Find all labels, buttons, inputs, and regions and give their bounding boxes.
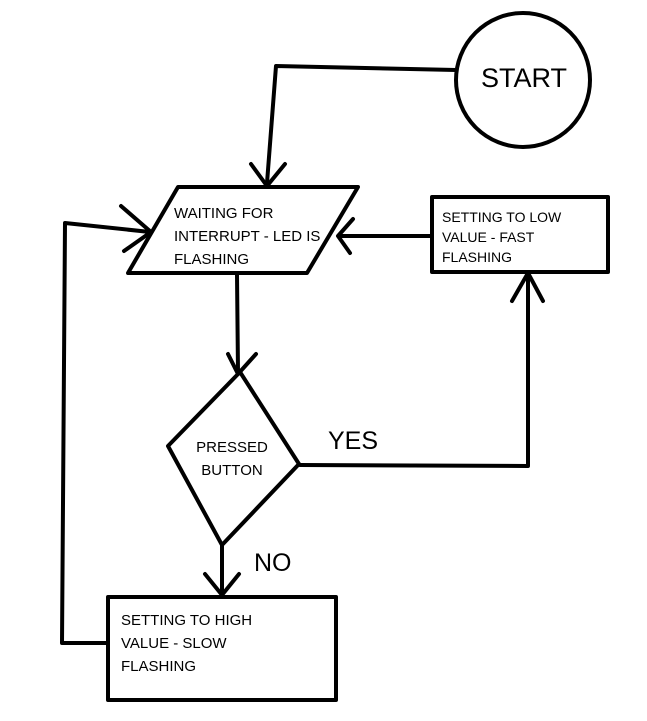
- edge-waiting-to-decision: [235, 273, 240, 374]
- waiting-node: [126, 185, 360, 275]
- start-label: START: [480, 63, 567, 93]
- arrowhead-start-to-waiting: [249, 162, 287, 188]
- arrowhead-waiting-to-decision: [226, 352, 258, 376]
- high-value-label: SETTING TO HIGH VALUE - SLOW FLASHING: [121, 612, 253, 675]
- low-value-label: SETTING TO LOW VALUE - FAST FLASHING: [442, 209, 562, 265]
- arrowhead-decision-no: [203, 572, 241, 597]
- high-value-node: [106, 595, 338, 702]
- decision-label: PRESSED BUTTON: [196, 439, 268, 479]
- edge-high-to-waiting: [60, 221, 152, 645]
- edge-start-to-waiting: [265, 64, 458, 185]
- edge-decision-yes: [298, 272, 530, 468]
- arrowhead-high-to-waiting: [119, 204, 153, 253]
- no-edge-label: NO: [254, 549, 292, 577]
- start-node: [454, 11, 592, 149]
- waiting-label: WAITING FOR INTERRUPT - LED IS FLASHING: [174, 205, 321, 268]
- arrowhead-low-to-waiting: [336, 217, 355, 255]
- arrowhead-decision-yes: [510, 271, 545, 303]
- yes-edge-label: YES: [328, 427, 379, 455]
